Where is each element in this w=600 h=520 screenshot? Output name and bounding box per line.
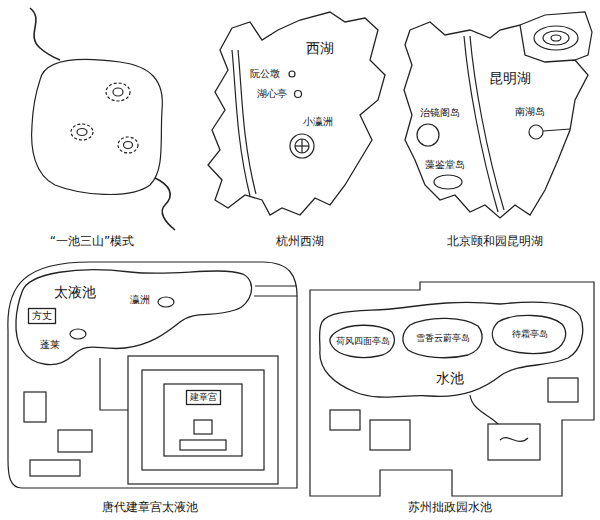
map-region: 太液池方丈 bbox=[10, 262, 262, 374]
panel-caption: 唐代建章宫太液池 bbox=[101, 501, 199, 515]
map-region: 水池 荷风四面亭岛 雪香云蔚亭岛 待霜亭岛 bbox=[314, 296, 590, 406]
region-name: 水池 bbox=[436, 370, 464, 386]
causeway bbox=[464, 36, 498, 212]
building bbox=[24, 392, 46, 422]
building bbox=[58, 430, 92, 452]
small-island bbox=[70, 329, 86, 339]
text-box: 建章宫 bbox=[186, 390, 221, 405]
rockery bbox=[500, 438, 528, 442]
map-region: 雪香云蔚亭岛 bbox=[398, 313, 488, 363]
island-path bbox=[301, 139, 302, 153]
causeway bbox=[470, 36, 504, 210]
region-name: 西湖 bbox=[306, 40, 334, 56]
pond-pattern bbox=[30, 8, 175, 230]
pond-outline bbox=[32, 59, 163, 194]
region-name: 建章宫 bbox=[190, 392, 217, 402]
panel-caption: 苏州拙政园水池 bbox=[407, 501, 493, 515]
place-label: 湖心亭 bbox=[256, 88, 288, 100]
building bbox=[330, 410, 360, 430]
small-island bbox=[290, 134, 314, 158]
map-region: 待霜亭岛 bbox=[488, 310, 572, 356]
palace-wall bbox=[142, 370, 264, 470]
kunming-lake-details bbox=[417, 12, 592, 212]
pond-outline bbox=[320, 302, 583, 397]
place-label: 藻鉴堂岛 bbox=[424, 159, 466, 171]
island-box bbox=[29, 309, 56, 324]
palace-core bbox=[164, 384, 242, 456]
place-label: 治镜阁岛 bbox=[419, 107, 461, 119]
small-island bbox=[434, 175, 462, 189]
rockery-court bbox=[488, 424, 540, 460]
panel-caption: “一池三山”模式 bbox=[49, 235, 135, 249]
small-island bbox=[295, 139, 309, 153]
palace-wall bbox=[128, 356, 278, 484]
island-outline bbox=[403, 318, 482, 357]
palace-plan bbox=[8, 262, 297, 488]
building bbox=[370, 420, 410, 450]
hill-contour bbox=[551, 35, 561, 41]
building bbox=[30, 460, 80, 476]
region-name: 雪香云蔚亭岛 bbox=[416, 333, 470, 343]
hill-contour bbox=[543, 31, 569, 45]
map-region: 荷风四面亭岛 bbox=[326, 320, 400, 362]
water-channel bbox=[255, 285, 297, 286]
panel-caption: 北京颐和园昆明湖 bbox=[446, 235, 544, 249]
hill-contour bbox=[534, 26, 578, 50]
island-outline bbox=[330, 325, 394, 357]
region-outline-layer bbox=[314, 296, 590, 406]
text-box: 方丈 bbox=[28, 308, 56, 324]
hill-boundary bbox=[520, 12, 592, 60]
causeway bbox=[232, 50, 250, 196]
hill-island bbox=[118, 137, 138, 153]
hill-island bbox=[113, 88, 123, 96]
lake-outline bbox=[208, 12, 385, 215]
hill-island bbox=[71, 124, 93, 140]
garden-plan bbox=[310, 282, 594, 496]
region-name: 太液池 bbox=[54, 284, 96, 300]
small-island bbox=[158, 297, 174, 307]
canal bbox=[100, 358, 128, 410]
place-label: 南湖岛 bbox=[514, 106, 546, 118]
hill-island bbox=[124, 142, 133, 149]
palace-box bbox=[186, 390, 220, 404]
building bbox=[548, 378, 578, 402]
stream bbox=[470, 395, 498, 424]
hill-island bbox=[106, 83, 130, 101]
hill-island bbox=[77, 129, 87, 136]
bridge bbox=[543, 129, 570, 131]
small-island bbox=[289, 71, 295, 77]
place-label: 小瀛洲 bbox=[302, 116, 334, 128]
panel-caption: 杭州西湖 bbox=[275, 235, 325, 249]
hall bbox=[180, 440, 226, 450]
small-island bbox=[529, 125, 543, 139]
hall bbox=[194, 420, 212, 434]
place-label: 瀛洲 bbox=[129, 294, 151, 306]
garden-wall bbox=[310, 282, 594, 496]
region-name: 待霜亭岛 bbox=[512, 329, 548, 339]
region-name: 方丈 bbox=[32, 310, 52, 322]
region-name: 荷风四面亭岛 bbox=[336, 336, 390, 346]
outflow-river bbox=[155, 178, 175, 230]
small-island bbox=[295, 91, 302, 98]
inflow-river bbox=[30, 8, 60, 60]
small-island bbox=[417, 124, 439, 146]
region-name: 昆明湖 bbox=[489, 70, 531, 86]
region-outline-layer bbox=[204, 8, 394, 222]
place-label: 阮公墩 bbox=[249, 68, 281, 80]
place-label: 蓬莱 bbox=[39, 339, 61, 351]
map-region: 西湖 bbox=[204, 8, 394, 222]
island-outline bbox=[492, 315, 565, 353]
lake-outline bbox=[404, 22, 588, 218]
garden-boundary bbox=[8, 262, 297, 488]
water-channel bbox=[254, 295, 297, 296]
lake-outline bbox=[16, 270, 252, 365]
